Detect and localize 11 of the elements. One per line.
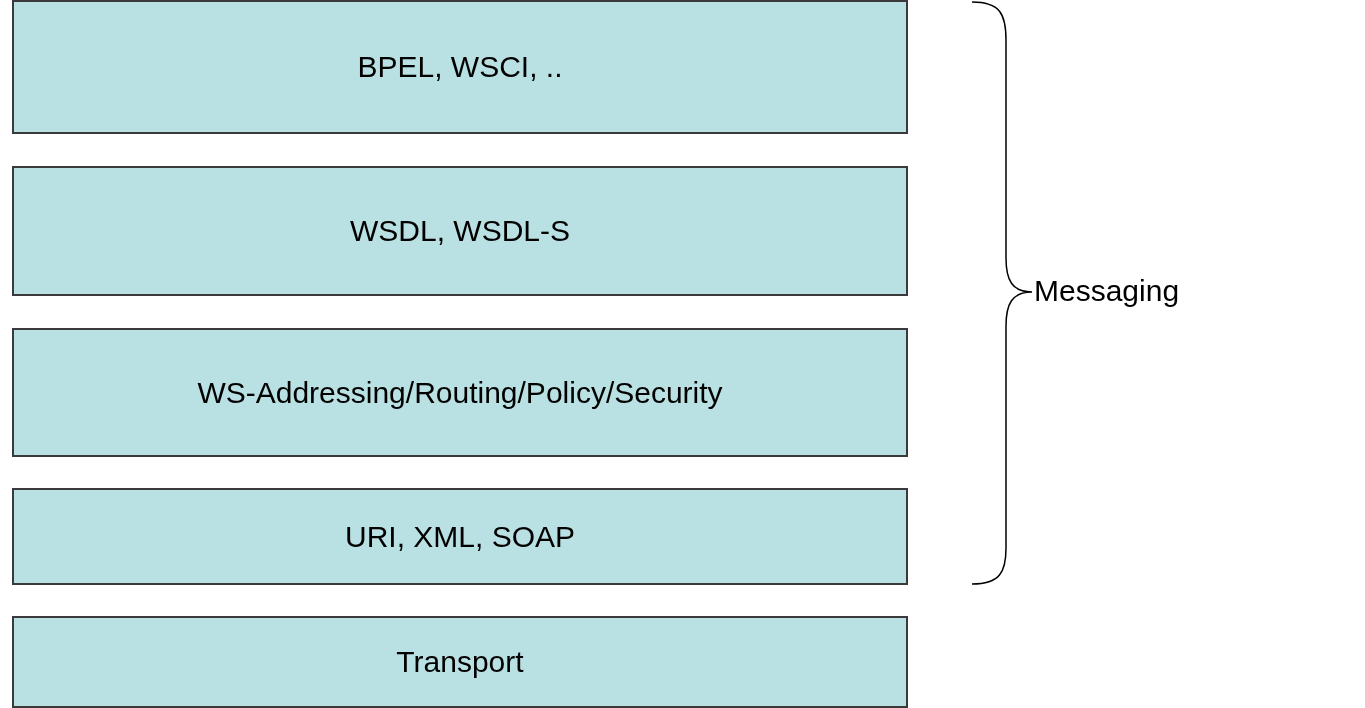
layer-label: Transport [396,645,524,679]
layer-label: WSDL, WSDL-S [350,214,570,248]
layer-box [12,616,908,708]
layer-box [12,328,908,457]
bracket-label: Messaging [1034,274,1180,308]
layer-box [12,488,908,585]
layer-label: WS-Addressing/Routing/Policy/Security [197,375,723,410]
layer-label: BPEL, WSCI, .. [357,50,563,84]
layer-label: URI, XML, SOAP [344,519,576,554]
layer-box [12,0,908,134]
layer-box [12,166,908,296]
